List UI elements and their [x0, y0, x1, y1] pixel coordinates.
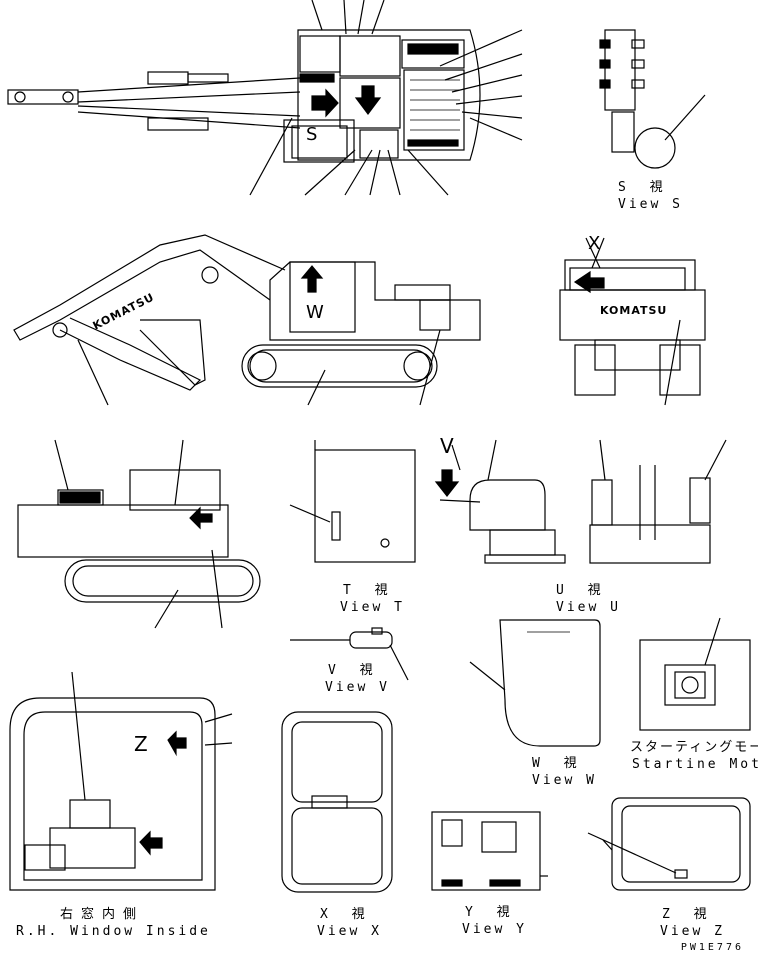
side-view-right [17, 439, 261, 629]
marker-v: V [440, 434, 454, 458]
view-w-label-jp: W 視 [532, 756, 585, 771]
view-v-lever [290, 627, 409, 681]
view-x-label-jp: X 視 [320, 907, 373, 922]
view-y-panel [431, 811, 548, 891]
view-x-label-en: View X [317, 924, 382, 939]
view-s-label-en: View S [618, 197, 683, 212]
view-v-label-en: View V [325, 680, 390, 695]
view-y-label-jp: Y 視 [465, 905, 518, 920]
komatsu-rear-logo: KOMATSU [600, 304, 668, 317]
view-w-window [469, 619, 601, 747]
view-t-label-en: View T [340, 600, 405, 615]
rear-view [559, 237, 706, 406]
starting-motor-view [639, 617, 751, 731]
view-z-frame [587, 797, 751, 891]
rh-window-label-en: R.H. Window Inside [16, 924, 211, 939]
starting-motor-label-en: Startine Motor [632, 757, 758, 772]
view-z-label-en: View Z [660, 924, 725, 939]
marker-x: X [588, 233, 601, 254]
view-u-label-en: View U [556, 600, 621, 615]
view-w-label-en: View W [532, 773, 597, 788]
view-y-label-en: View Y [462, 922, 527, 937]
side-view-left [13, 234, 481, 406]
view-t-label-jp: T 視 [343, 583, 396, 598]
rh-window-inside-view [9, 671, 233, 891]
view-s-valve [599, 29, 706, 169]
view-t-box [289, 440, 416, 563]
marker-z: Z [134, 732, 148, 756]
view-v-label-jp: V 視 [328, 663, 381, 678]
view-u-label-jp: U 視 [556, 583, 609, 598]
top-view-excavator [7, 0, 523, 196]
marker-s: S [306, 124, 318, 145]
drawing-code: PW1E776 [680, 942, 744, 953]
view-x-door [281, 711, 393, 893]
rh-window-label-jp: 右窓内側 [60, 907, 145, 922]
view-z-label-jp: Z 視 [662, 907, 715, 922]
view-s-label-jp: S 視 [618, 180, 671, 195]
starting-motor-label-jp: スターティングモータ [630, 740, 758, 755]
marker-w: W [306, 302, 324, 323]
view-u-seat [434, 439, 727, 564]
